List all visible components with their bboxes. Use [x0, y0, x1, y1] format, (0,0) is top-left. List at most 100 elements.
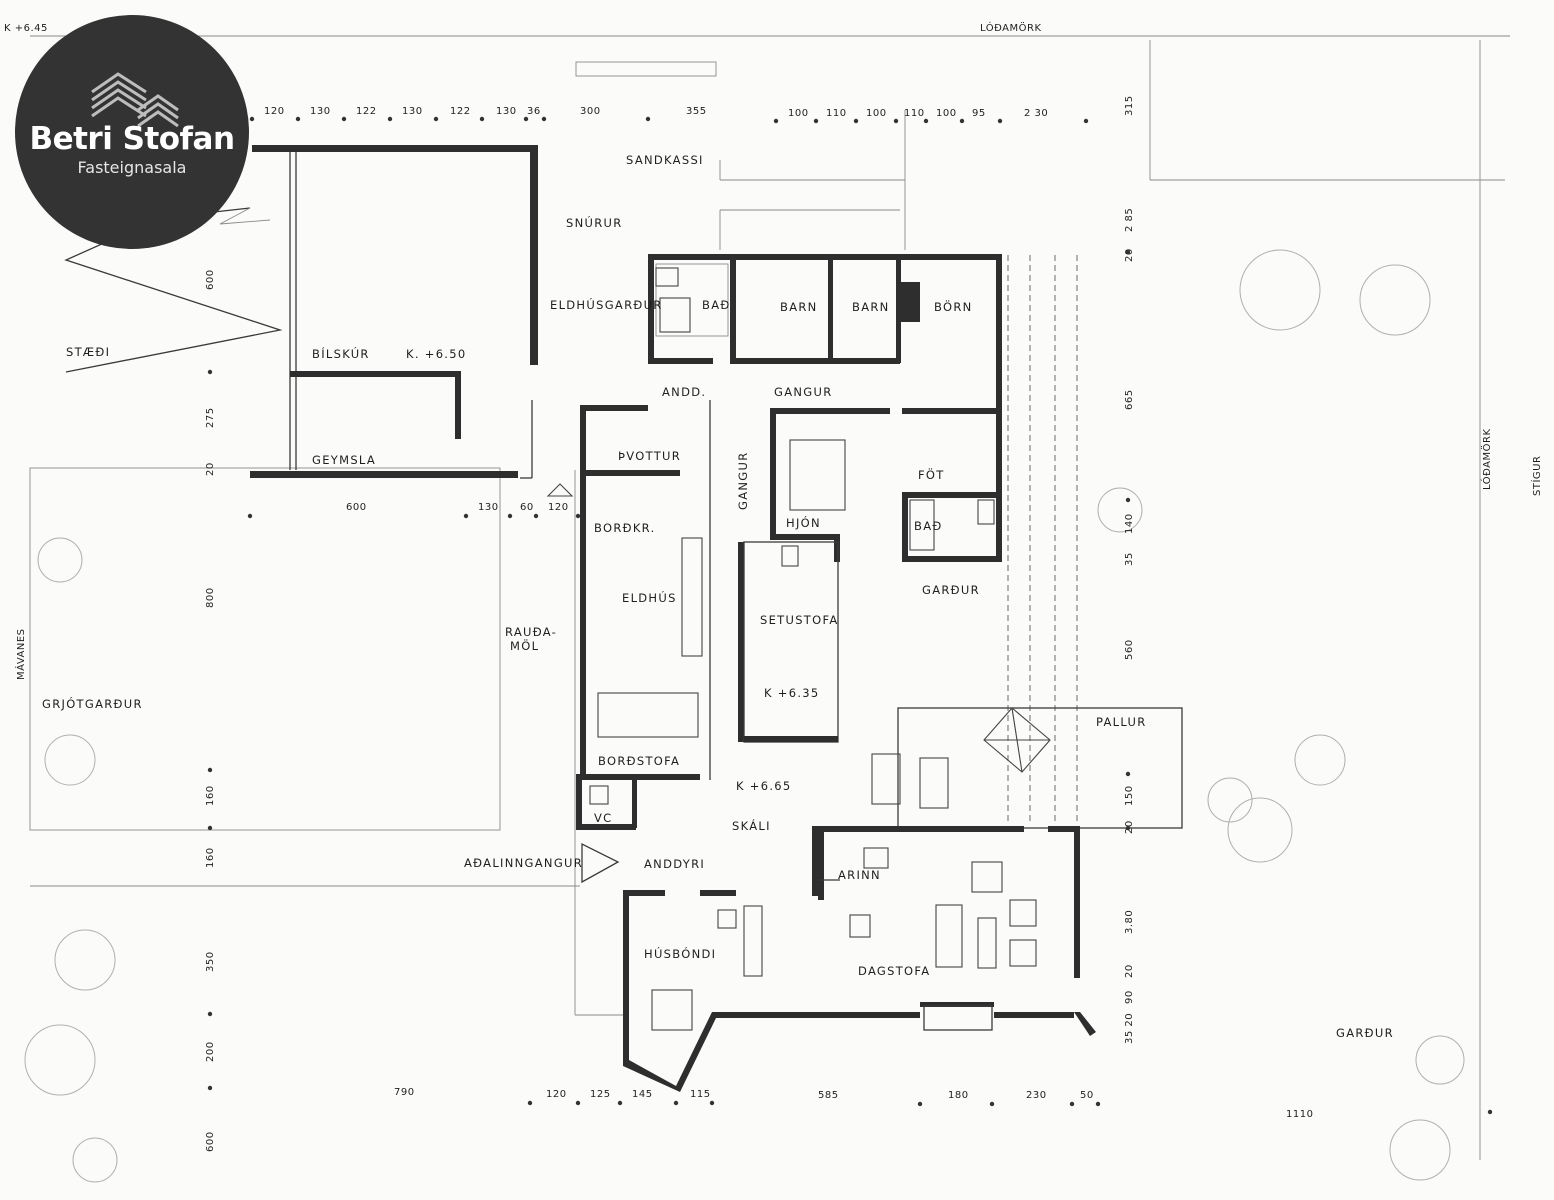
- dim-bottom: 115: [690, 1089, 711, 1100]
- dim-right: 315: [1124, 95, 1135, 116]
- dim-left: 350: [205, 951, 216, 972]
- dim-top: 110: [904, 108, 925, 119]
- dim-right: 3.80: [1124, 910, 1135, 934]
- dim-top: 130: [402, 106, 423, 117]
- dim-left: 600: [205, 269, 216, 290]
- dim-top: 36: [527, 106, 541, 117]
- dim-left: 160: [205, 785, 216, 806]
- room-eldhusgardur: ELDHÚSGARÐUR: [550, 297, 663, 312]
- room-bordstofa: BORÐSTOFA: [598, 754, 680, 768]
- room-gardur-outer: GARÐUR: [1336, 1026, 1394, 1040]
- brand-name: Betri Stofan: [29, 121, 235, 157]
- skali-level: K +6.65: [736, 779, 792, 793]
- dim-top: 130: [496, 106, 517, 117]
- dim-top: 100: [936, 108, 957, 119]
- dim-bottom: 230: [1026, 1090, 1047, 1101]
- room-sandkassi: SANDKASSI: [626, 153, 704, 167]
- dim-garage: 60: [520, 502, 534, 513]
- room-born: BÖRN: [934, 298, 973, 314]
- room-grjotgardur: GRJÓTGARÐUR: [42, 696, 143, 711]
- dim-right: 35: [1124, 552, 1135, 566]
- room-barn-2: BARN: [852, 300, 890, 314]
- bilskur-level: K. +6.50: [406, 347, 467, 361]
- dim-right: 90: [1124, 990, 1135, 1004]
- dim-right: 20: [1124, 248, 1135, 262]
- room-bad-top: BAÐ: [702, 298, 731, 312]
- dim-bottom: 180: [948, 1090, 969, 1101]
- room-bad-hjon: BAÐ: [914, 519, 943, 533]
- room-bordkr: BORÐKR.: [594, 521, 656, 535]
- dim-garage: 120: [548, 502, 569, 513]
- dim-right: 35 20: [1124, 1013, 1135, 1044]
- room-setustofa: SETUSTOFA: [760, 613, 839, 627]
- room-anddyri: ANDDYRI: [644, 857, 705, 871]
- room-fot: FÖT: [918, 466, 945, 482]
- room-rauda-mol-1: RAUÐA-: [505, 625, 557, 639]
- room-geymsla: GEYMSLA: [312, 453, 376, 467]
- room-dagstofa: DAGSTOFA: [858, 964, 930, 978]
- room-pvottur: ÞVOTTUR: [618, 449, 681, 463]
- room-gardur-inner: GARÐUR: [922, 583, 980, 597]
- dimension-ticks: [207, 115, 1493, 1115]
- house-walls: [546, 254, 1183, 1092]
- dim-left: 800: [205, 587, 216, 608]
- room-snurur: SNÚRUR: [566, 215, 623, 230]
- site-background: [24, 35, 1510, 1183]
- room-eldhus: ELDHÚS: [622, 590, 677, 605]
- room-pallur: PALLUR: [1096, 715, 1147, 729]
- room-vc: VC: [594, 811, 613, 825]
- dim-left: 200: [205, 1041, 216, 1062]
- house-roofs-icon: [91, 72, 179, 128]
- dim-top: 122: [450, 106, 471, 117]
- dim-right: 665: [1124, 389, 1135, 410]
- street-label: MÁVANES: [14, 628, 27, 680]
- path-right-label: STÍGUR: [1530, 456, 1543, 496]
- room-labels: LÓÐAMÖRK K +6.45 LÓÐAMÖRK STÍGUR MÁVANES…: [4, 21, 1543, 1040]
- dim-top: 2 30: [1024, 108, 1048, 119]
- dim-right: 2 85: [1124, 208, 1135, 232]
- dimension-labels: 120 130 122 130 122 130 36 300 355 100 1…: [205, 95, 1313, 1152]
- room-staedi: STÆÐI: [66, 345, 110, 359]
- dim-right: 560: [1124, 639, 1135, 660]
- boundary-right-label: LÓÐAMÖRK: [1480, 428, 1493, 490]
- room-rauda-mol-2: MÖL: [510, 637, 539, 653]
- dim-top: 110: [826, 108, 847, 119]
- dim-left: 600: [205, 1131, 216, 1152]
- dim-left: 275: [205, 407, 216, 428]
- dim-bottom: 790: [394, 1087, 415, 1098]
- dim-top: 100: [866, 108, 887, 119]
- dim-bottom: 120: [546, 1089, 567, 1100]
- room-adalinngangur: AÐALINNGANGUR: [464, 856, 583, 870]
- dim-bottom: 585: [818, 1090, 839, 1101]
- dim-bottom: 50: [1080, 1090, 1094, 1101]
- setustofa-level: K +6.35: [764, 686, 820, 700]
- boundary-top-label: LÓÐAMÖRK: [980, 21, 1042, 34]
- dim-garage: 130: [478, 502, 499, 513]
- dim-right: 150: [1124, 785, 1135, 806]
- room-husbondi: HÚSBÓNDI: [644, 946, 716, 961]
- dim-top: 122: [356, 106, 377, 117]
- room-gangur-vertical: GANGUR: [736, 452, 750, 511]
- dim-top: 130: [310, 106, 331, 117]
- dim-top: 100: [788, 108, 809, 119]
- brand-subtitle: Fasteignasala: [77, 158, 187, 177]
- room-barn-1: BARN: [780, 300, 818, 314]
- room-bilskur: BÍLSKÚR: [312, 346, 370, 361]
- corner-level-label: K +6.45: [4, 23, 48, 34]
- dim-bottom: 145: [632, 1089, 653, 1100]
- dim-left: 20: [205, 462, 216, 476]
- room-gangur-top: GANGUR: [774, 385, 833, 399]
- dim-bottom: 125: [590, 1089, 611, 1100]
- dim-top: 300: [580, 106, 601, 117]
- garage: [250, 145, 538, 479]
- room-hjon: HJÓN: [786, 515, 821, 530]
- dim-right: 20: [1124, 964, 1135, 978]
- dim-garage: 600: [346, 502, 367, 513]
- room-arinn: ARINN: [838, 868, 881, 882]
- dim-left: 160: [205, 847, 216, 868]
- dim-bottom-total: 1110: [1286, 1109, 1313, 1120]
- room-skali: SKÁLI: [732, 818, 771, 833]
- dim-right: 140: [1124, 513, 1135, 534]
- pergola: [1007, 255, 1078, 825]
